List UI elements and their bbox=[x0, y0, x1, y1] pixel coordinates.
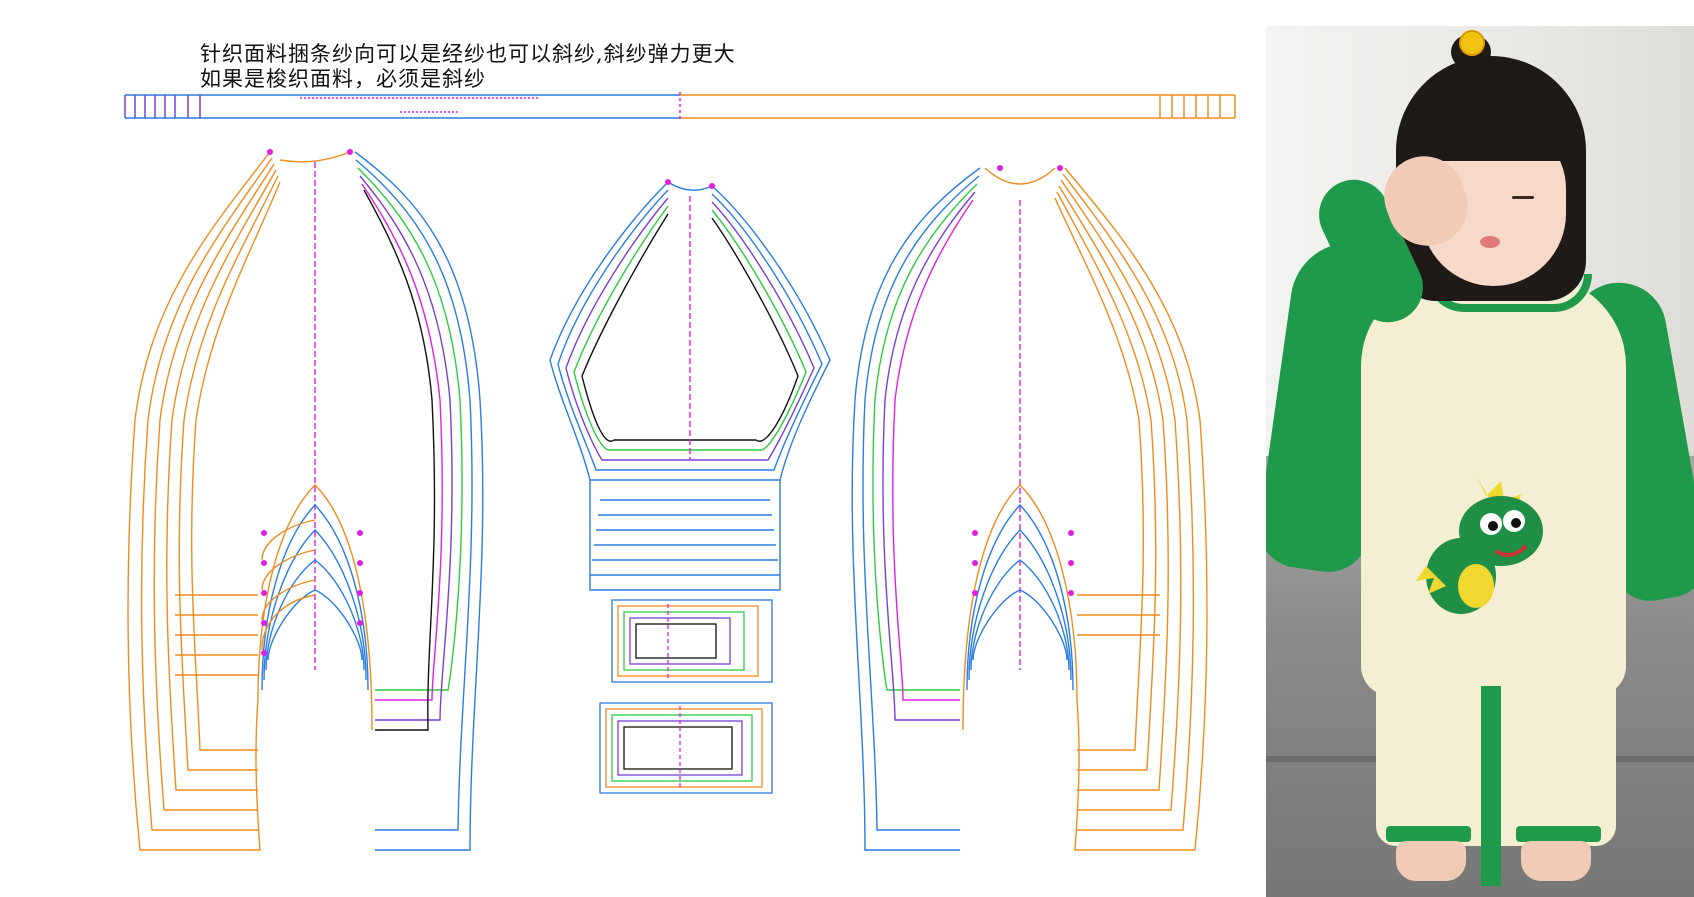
front-body-right-piece bbox=[851, 167, 1208, 851]
back-yoke-piece bbox=[549, 181, 831, 591]
trim-piece-2 bbox=[599, 702, 773, 794]
lips bbox=[1480, 236, 1500, 248]
note-line-1: 针织面料捆条纱向可以是经纱也可以斜纱,斜纱弹力更大 bbox=[200, 42, 736, 66]
pattern-note: 针织面料捆条纱向可以是经纱也可以斜纱,斜纱弹力更大 如果是梭织面料，必须是斜纱 bbox=[200, 42, 736, 92]
green-leg-cuff-right bbox=[1516, 826, 1601, 842]
closed-eye bbox=[1512, 196, 1534, 199]
binding-strip-piece bbox=[124, 92, 1236, 121]
romper-body bbox=[1361, 276, 1626, 696]
foot-left bbox=[1396, 841, 1466, 881]
child-in-dinosaur-romper-photo bbox=[1266, 26, 1694, 897]
foot-right bbox=[1521, 841, 1591, 881]
green-inseam-placket bbox=[1481, 686, 1501, 886]
dinosaur-print-icon bbox=[1416, 476, 1543, 614]
notch-markers bbox=[261, 149, 1074, 656]
green-leg-cuff-left bbox=[1386, 826, 1471, 842]
front-body-left-piece bbox=[127, 151, 484, 851]
trim-piece-1 bbox=[611, 599, 773, 683]
flower-hair-clip-icon bbox=[1459, 30, 1485, 56]
note-line-2: 如果是梭织面料，必须是斜纱 bbox=[200, 67, 486, 91]
sewing-pattern-drawing bbox=[124, 92, 1236, 851]
